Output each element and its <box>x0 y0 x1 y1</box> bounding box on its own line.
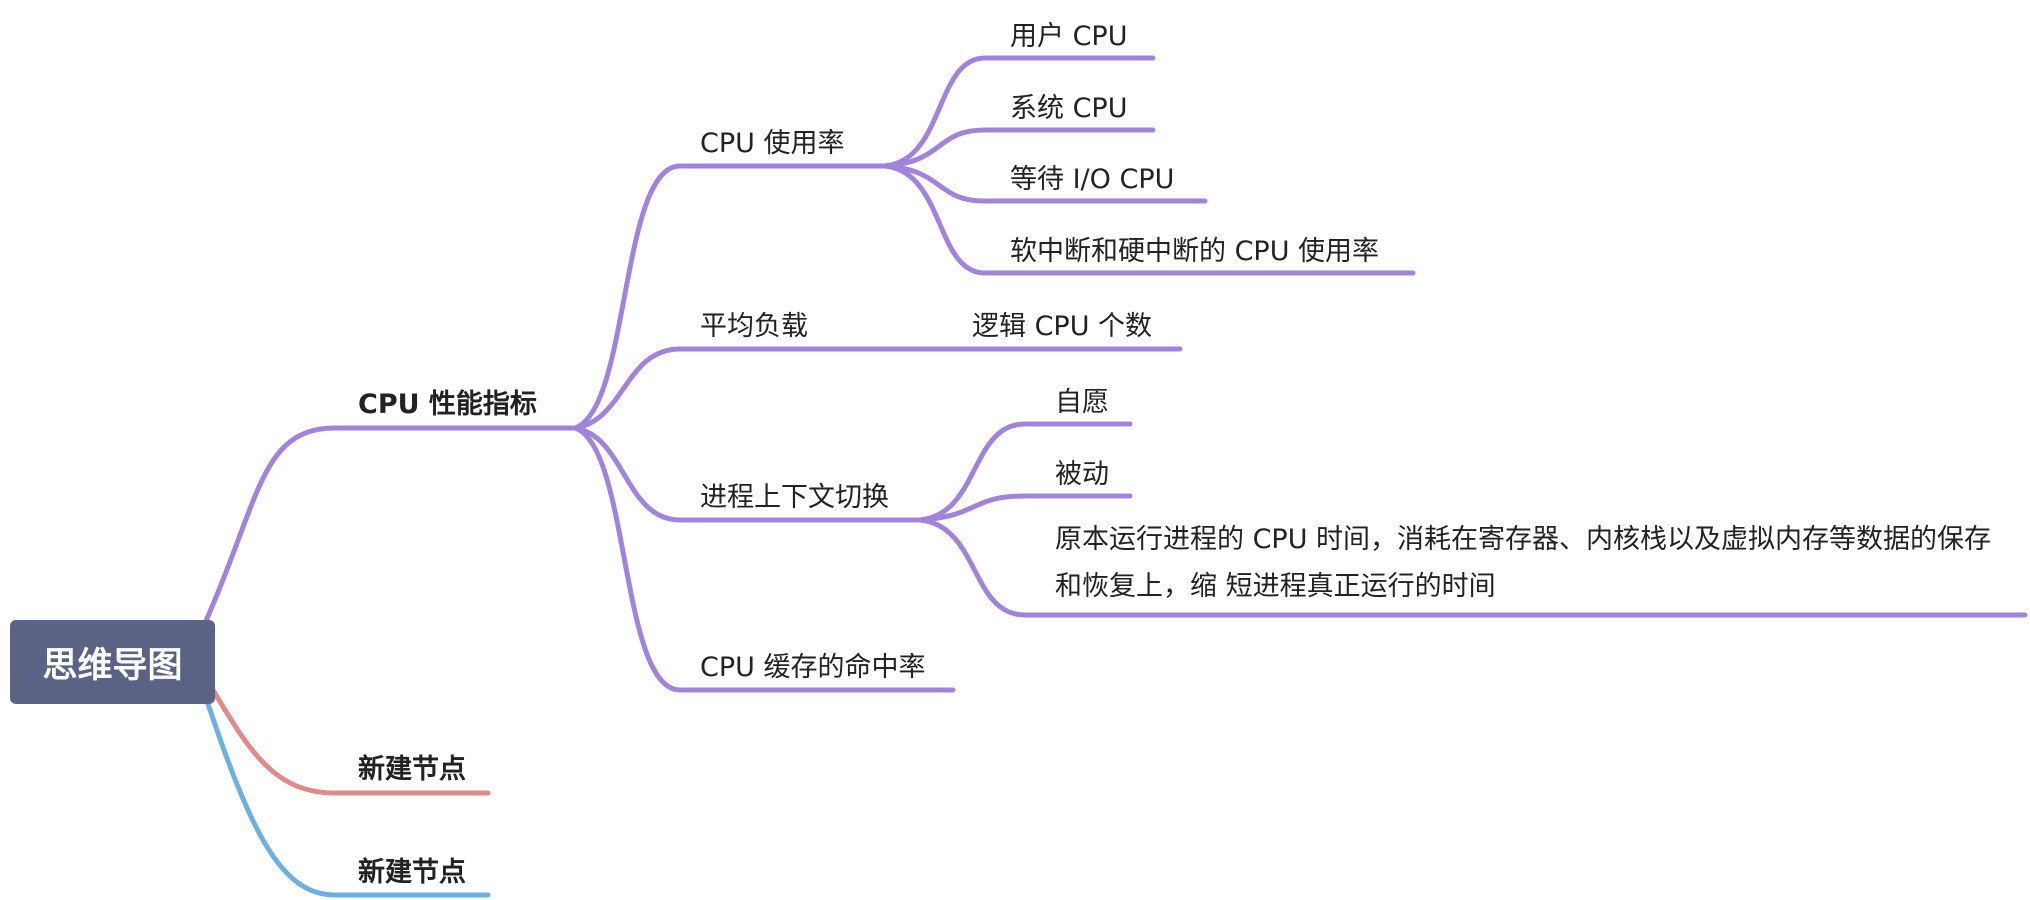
node-label: 系统 CPU <box>1010 93 1128 124</box>
connector-root-new1 <box>210 687 491 796</box>
connector-ctx-switch <box>572 425 923 523</box>
node-label: 被动 <box>1055 459 1109 490</box>
connector-voluntary <box>917 421 1133 523</box>
connector-user-cpu <box>882 55 1156 169</box>
connector-ctx-desc <box>917 517 2028 618</box>
node-voluntary[interactable]: 自愿 <box>1055 380 1109 419</box>
node-label: 原本运行进程的 CPU 时间，消耗在寄存器、内核栈以及虚拟内存等数据的保存和恢复… <box>1055 524 1992 602</box>
connector-cache <box>572 425 956 693</box>
node-label: 平均负载 <box>700 311 808 342</box>
branch-new-node-2[interactable]: 新建节点 <box>358 850 466 889</box>
node-cache-hit-rate[interactable]: CPU 缓存的命中率 <box>700 645 925 684</box>
node-label: CPU 缓存的命中率 <box>700 652 926 683</box>
branch-label: CPU 性能指标 <box>358 389 537 420</box>
node-system-cpu[interactable]: 系统 CPU <box>1010 86 1127 125</box>
connector-root-new2 <box>202 692 491 898</box>
root-node[interactable]: 思维导图 <box>10 620 215 704</box>
connector-cpu-usage <box>572 163 888 431</box>
node-label: 用户 CPU <box>1010 21 1128 52</box>
node-label: 软中断和硬中断的 CPU 使用率 <box>1010 236 1380 267</box>
branch-cpu-metrics[interactable]: CPU 性能指标 <box>358 382 537 421</box>
node-label: 逻辑 CPU 个数 <box>972 311 1153 342</box>
branch-label: 新建节点 <box>358 754 466 785</box>
branch-label: 新建节点 <box>358 857 466 888</box>
node-label: 进程上下文切换 <box>700 482 889 513</box>
node-context-switch[interactable]: 进程上下文切换 <box>700 475 889 514</box>
connector-irq-cpu <box>882 163 1416 276</box>
node-cpu-usage[interactable]: CPU 使用率 <box>700 121 844 160</box>
root-node-label: 思维导图 <box>42 645 183 686</box>
connector-involuntary <box>917 493 1133 523</box>
node-context-switch-cost[interactable]: 原本运行进程的 CPU 时间，消耗在寄存器、内核栈以及虚拟内存等数据的保存和恢复… <box>1055 516 2010 610</box>
branch-new-node-1[interactable]: 新建节点 <box>358 747 466 786</box>
connector-load <box>572 346 1183 431</box>
node-load-average[interactable]: 平均负载 <box>700 304 808 343</box>
node-irq-cpu[interactable]: 软中断和硬中断的 CPU 使用率 <box>1010 229 1379 268</box>
node-logical-cpu-count[interactable]: 逻辑 CPU 个数 <box>972 304 1152 343</box>
node-iowait-cpu[interactable]: 等待 I/O CPU <box>1010 157 1174 196</box>
node-involuntary[interactable]: 被动 <box>1055 452 1109 491</box>
connector-iowait-cpu <box>882 163 1208 204</box>
connector-sys-cpu <box>882 127 1156 169</box>
connector-root-cpu <box>202 425 578 626</box>
node-label: CPU 使用率 <box>700 128 845 159</box>
node-user-cpu[interactable]: 用户 CPU <box>1010 14 1127 53</box>
node-label: 自愿 <box>1055 387 1109 418</box>
node-label: 等待 I/O CPU <box>1010 164 1175 195</box>
